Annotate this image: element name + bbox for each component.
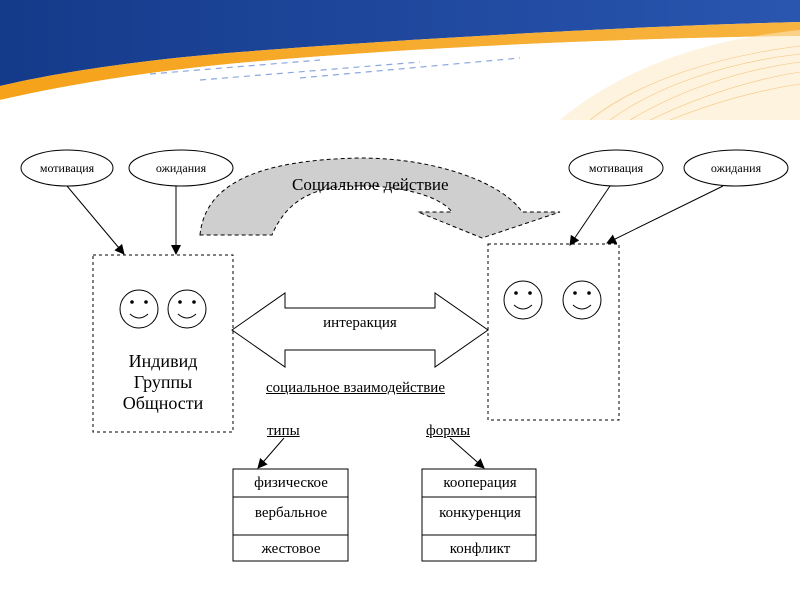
social-interaction-label: социальное взаимодействие [266, 380, 445, 396]
arrow-forms [449, 437, 485, 469]
individual-box [92, 254, 234, 433]
smiley-icon [167, 289, 207, 329]
smiley-icon [503, 280, 543, 320]
interaction-label: интеракция [323, 315, 397, 331]
arrow-types [257, 437, 285, 469]
arrow-right-motivation [569, 185, 611, 246]
right-motivation-label: мотивация [588, 161, 644, 175]
left-motivation-label: мотивация [39, 161, 95, 175]
left-expectation-oval [128, 149, 234, 187]
smiley-icon [119, 289, 159, 329]
left-expectation-label: ожидания [155, 161, 207, 175]
individual-line: Индивид [128, 351, 198, 371]
arrow-left-motivation [66, 185, 125, 255]
types-table [232, 468, 349, 562]
smiley-icon [562, 280, 602, 320]
types-item-physical: физическое [254, 475, 328, 491]
forms-item-conflict: конфликт [449, 541, 511, 557]
right-expectation-label: ожидания [710, 161, 762, 175]
forms-item-competition: конкуренция [439, 505, 521, 521]
group-line: Группы [133, 372, 193, 392]
forms-heading: формы [426, 423, 471, 439]
community-line: Общности [122, 393, 204, 413]
right-expectation-oval [683, 149, 789, 187]
forms-table [421, 468, 537, 562]
types-heading: типы [267, 423, 300, 439]
social-action-arc [199, 157, 561, 239]
social-action-label: Социальное действие [292, 175, 449, 194]
types-item-gestural: жестовое [261, 541, 321, 557]
interaction-arrow [231, 292, 489, 368]
right-motivation-oval [568, 149, 664, 187]
types-item-verbal: вербальное [254, 505, 328, 521]
partner-box [487, 243, 620, 421]
forms-item-cooperation: кооперация [443, 475, 517, 491]
arrow-right-expectation [606, 185, 724, 244]
header-banner [0, 0, 800, 120]
